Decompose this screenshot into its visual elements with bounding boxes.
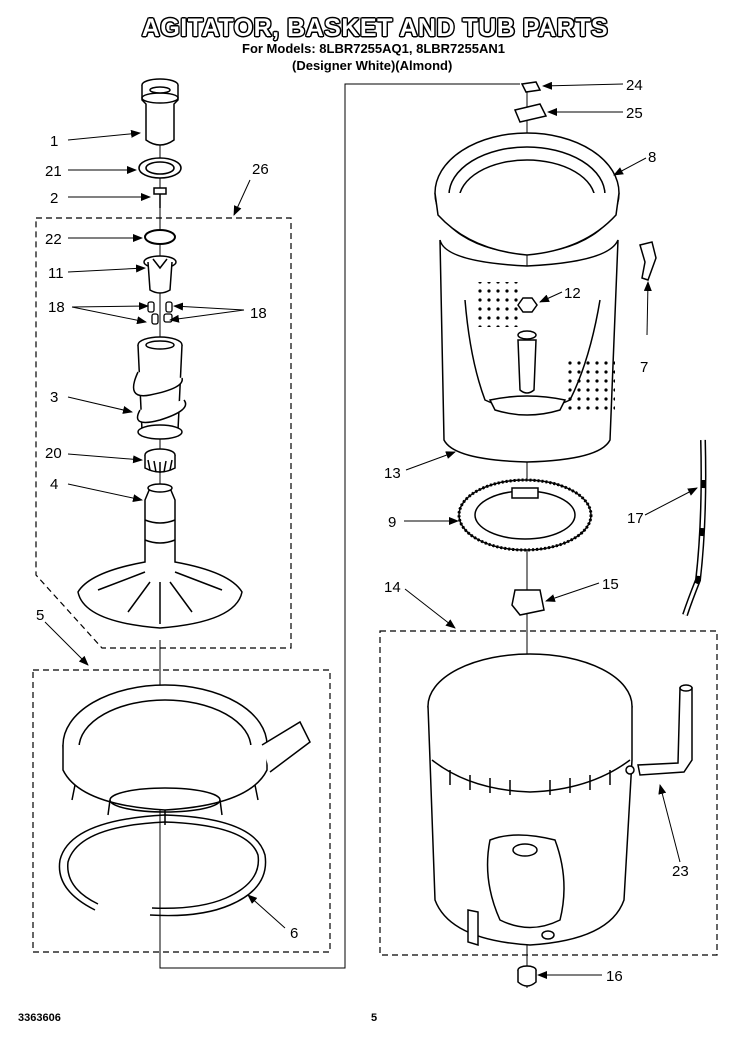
callout-26: 26 [252,161,269,178]
callout-15: 15 [602,576,619,593]
callout-24: 24 [626,77,643,94]
seal-ring [138,157,182,179]
ratchet [144,448,176,473]
callout-6: 6 [290,925,298,942]
leader-lines [44,81,698,979]
callout-25: 25 [626,105,643,122]
retaining-ring [58,814,267,917]
page-number: 5 [371,1012,378,1024]
basket-ring [434,132,620,256]
callout-16: 16 [606,968,623,985]
drain-plug [517,965,537,987]
callout-14: 14 [384,579,401,596]
callout-17: 17 [627,510,644,527]
document-number: 3363606 [18,1012,61,1024]
callout-18-left: 18 [48,299,65,316]
coupling [511,589,545,616]
assembly-box-14 [379,630,718,956]
callout-12: 12 [564,285,581,302]
models-line: For Models: 8LBR7255AQ1, 8LBR7255AN1 [242,41,505,56]
callout-9: 9 [388,514,396,531]
callout-5: 5 [36,607,44,624]
agitator-bolt [153,187,167,208]
agitator-base [77,483,243,629]
page-title: AGITATOR, BASKET AND TUB PARTS [141,14,609,42]
agitator-auger [132,336,187,440]
washer [144,229,176,245]
callout-22: 22 [45,231,62,248]
agitator-cam [143,255,177,294]
callout-numbers: 1 21 2 26 22 11 18 18 3 20 4 5 6 24 25 8… [36,77,689,985]
callout-3: 3 [50,389,58,406]
wash-basket [439,239,619,463]
tub-ring [62,684,311,825]
pressure-tube [625,684,693,776]
callout-7: 7 [640,359,648,376]
callout-20: 20 [45,445,62,462]
callout-4: 4 [50,476,58,493]
callout-23: 23 [672,863,689,880]
callout-2: 2 [50,190,58,207]
finish-line: (Designer White)(Almond) [292,58,453,73]
callout-8: 8 [648,149,656,166]
outer-tub [427,653,633,947]
assembly-box-26 [35,217,292,649]
bracket [639,241,657,281]
callout-21: 21 [45,163,62,180]
callout-11: 11 [48,265,64,282]
callout-1: 1 [50,133,58,150]
agitator-cap [141,78,179,146]
callout-18-right: 18 [250,305,267,322]
hub-nut [517,297,538,313]
clip-parts [513,81,548,123]
drive-plate [457,478,593,552]
callout-13: 13 [384,465,401,482]
